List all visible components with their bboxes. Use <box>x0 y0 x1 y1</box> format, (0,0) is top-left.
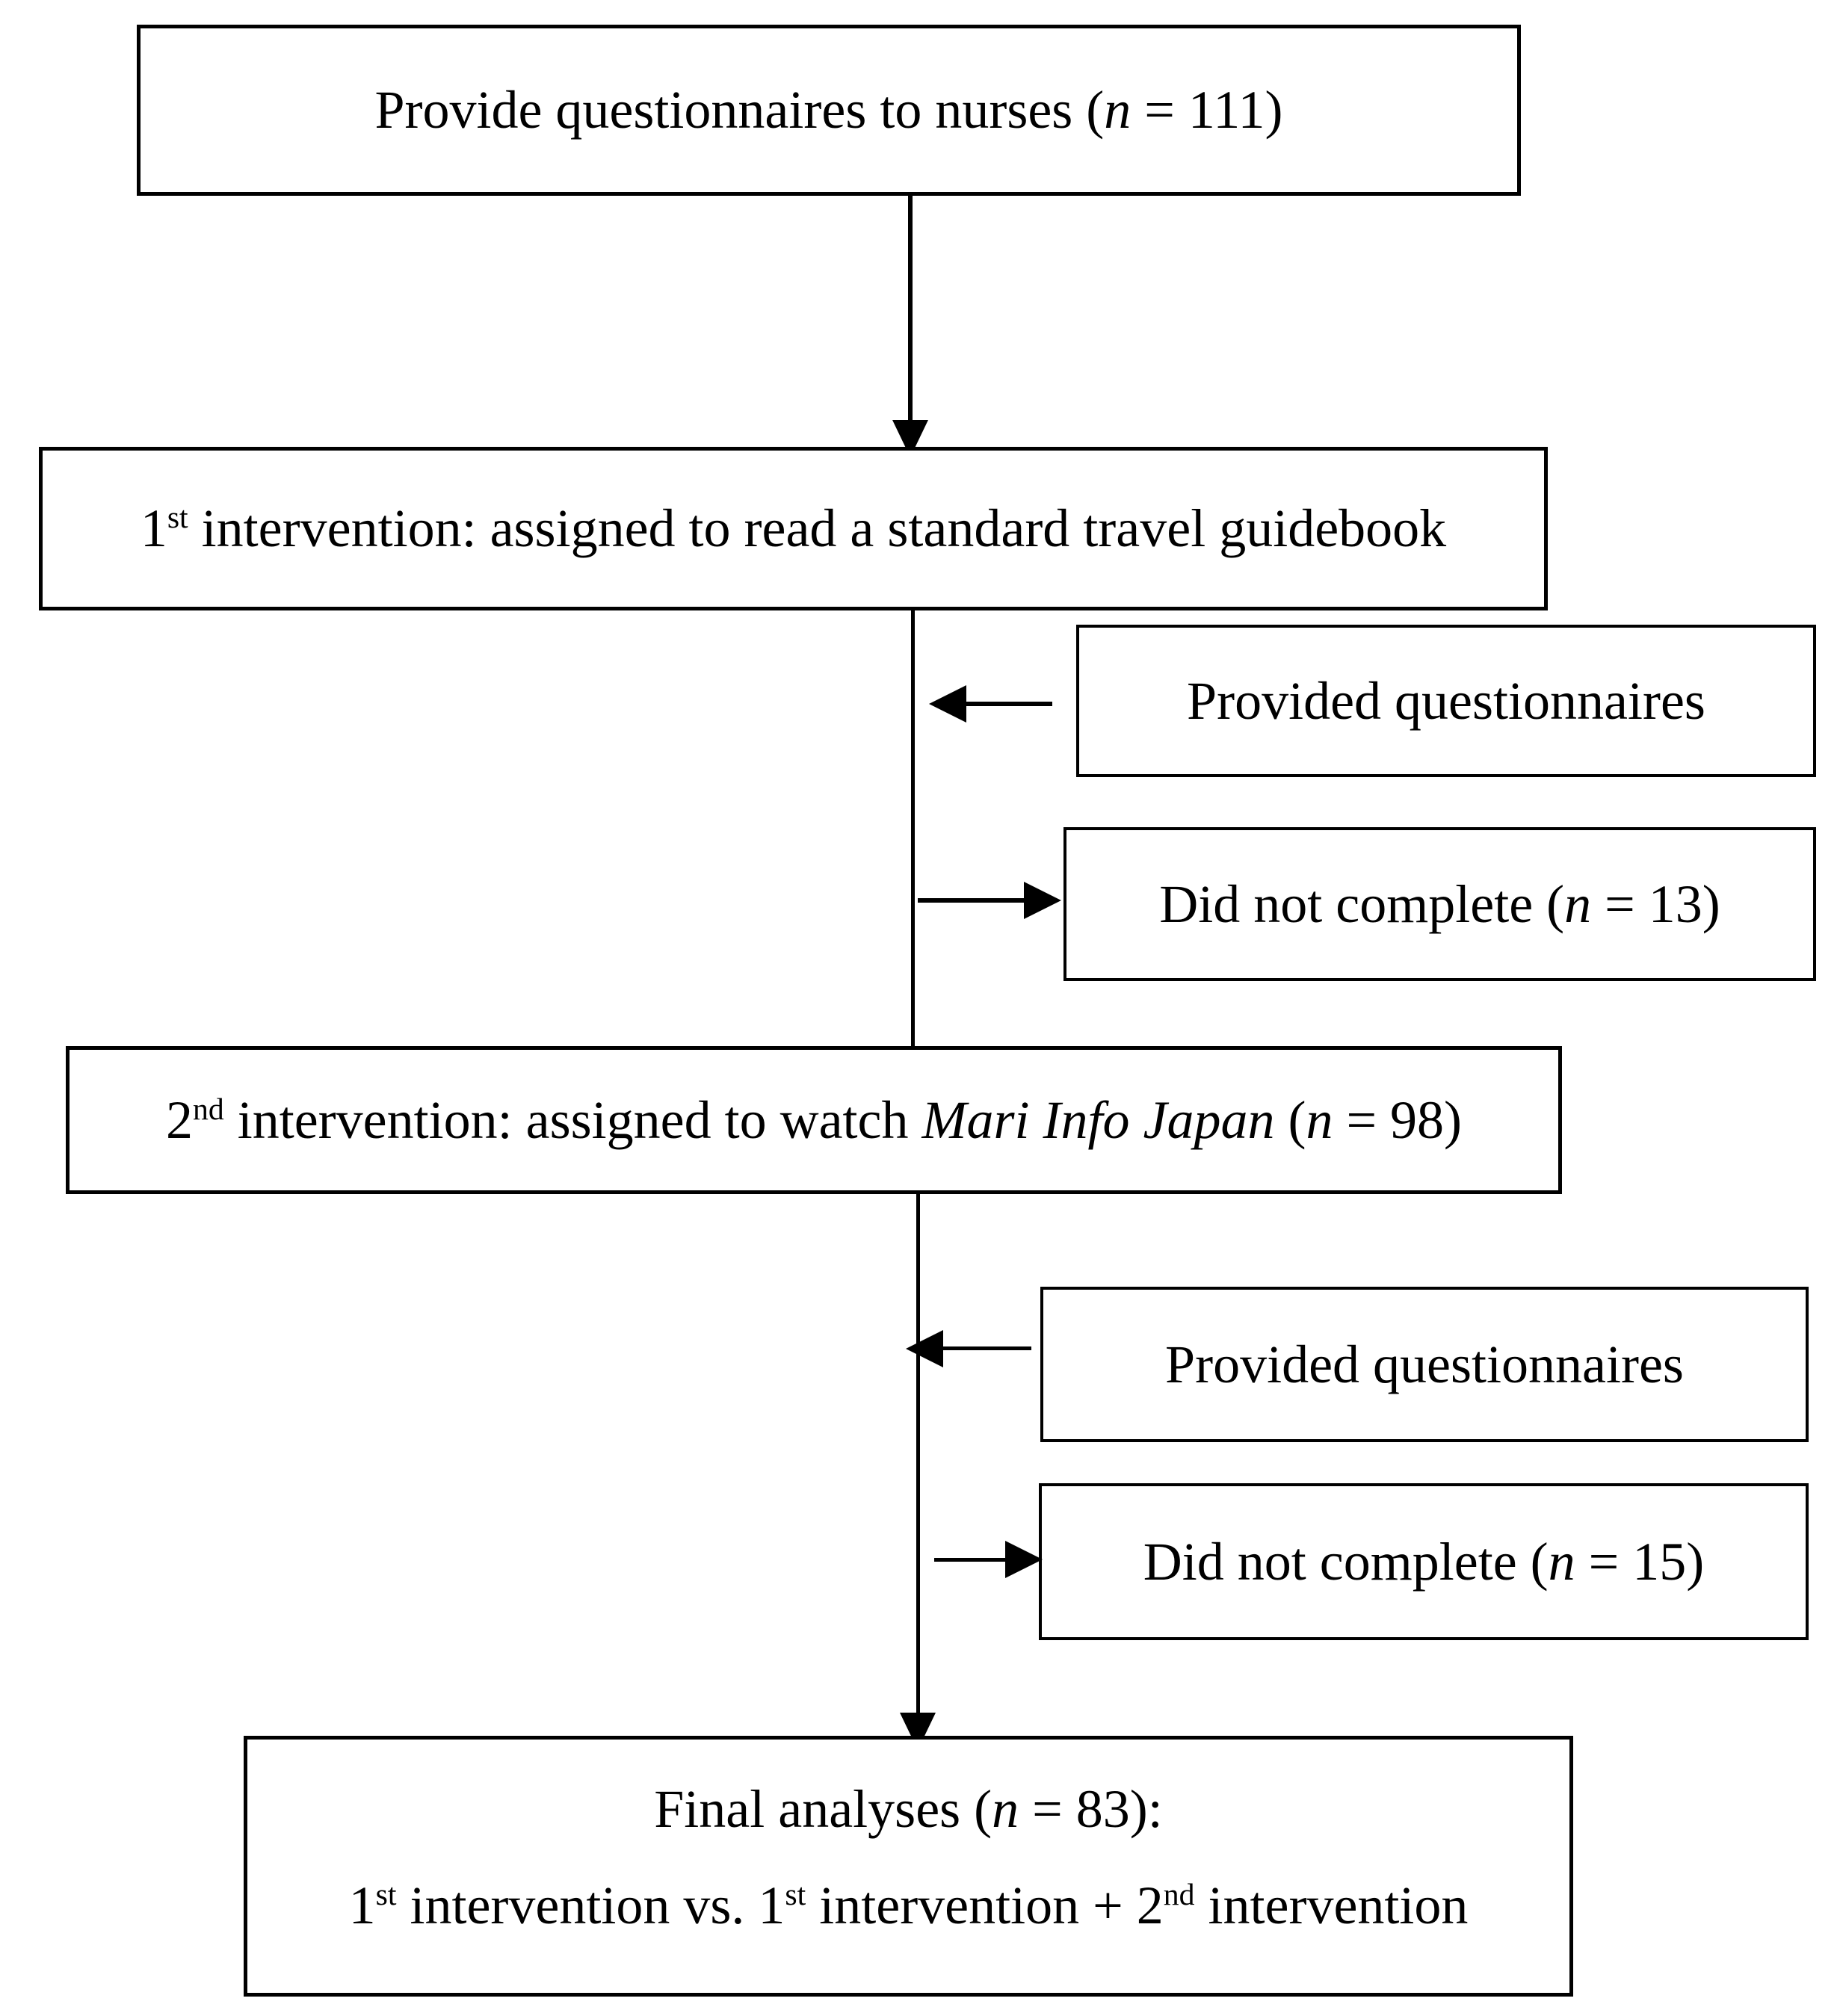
box-provided-questionnaires-1-label: Provided questionnaires <box>1187 670 1705 731</box>
box-second-intervention: 2nd intervention: assigned to watch Mari… <box>66 1046 1562 1194</box>
final-analyses-line1: Final analyses (n = 83): <box>654 1779 1163 1839</box>
box-did-not-complete-2: Did not complete (n = 15) <box>1039 1483 1809 1640</box>
right-arrowhead-2-icon <box>1005 1541 1043 1578</box>
box-first-intervention: 1st intervention: assigned to read a sta… <box>39 447 1548 610</box>
down-connector-2 <box>911 610 915 1052</box>
box-provided-questionnaires-2: Provided questionnaires <box>1040 1287 1809 1442</box>
right-arrow-2-line <box>934 1558 1005 1562</box>
box-provided-questionnaires-2-label: Provided questionnaires <box>1165 1334 1684 1394</box>
box-first-intervention-label: 1st intervention: assigned to read a sta… <box>140 498 1447 559</box>
down-connector-3 <box>916 1194 920 1713</box>
final-analyses-line2: 1st intervention vs. 1st intervention + … <box>348 1875 1469 1935</box>
left-arrow-2-line <box>943 1346 1031 1350</box>
left-arrowhead-2-icon <box>906 1330 943 1367</box>
left-arrowhead-1-icon <box>929 685 966 723</box>
box-provide-questionnaires-label: Provide questionnaires to nurses (n = 11… <box>374 80 1283 140</box>
box-did-not-complete-1: Did not complete (n = 13) <box>1063 827 1816 981</box>
box-provided-questionnaires-1: Provided questionnaires <box>1076 625 1816 777</box>
box-second-intervention-label: 2nd intervention: assigned to watch Mari… <box>165 1089 1463 1150</box>
right-arrow-1-line <box>918 898 1024 903</box>
box-did-not-complete-1-label: Did not complete (n = 13) <box>1159 874 1720 934</box>
left-arrow-1-line <box>966 702 1052 706</box>
right-arrowhead-1-icon <box>1024 882 1061 919</box>
box-provide-questionnaires: Provide questionnaires to nurses (n = 11… <box>137 25 1521 196</box>
box-did-not-complete-2-label: Did not complete (n = 15) <box>1143 1531 1705 1592</box>
down-connector-1 <box>908 196 913 420</box>
box-final-analyses: Final analyses (n = 83): 1st interventio… <box>244 1736 1573 1997</box>
